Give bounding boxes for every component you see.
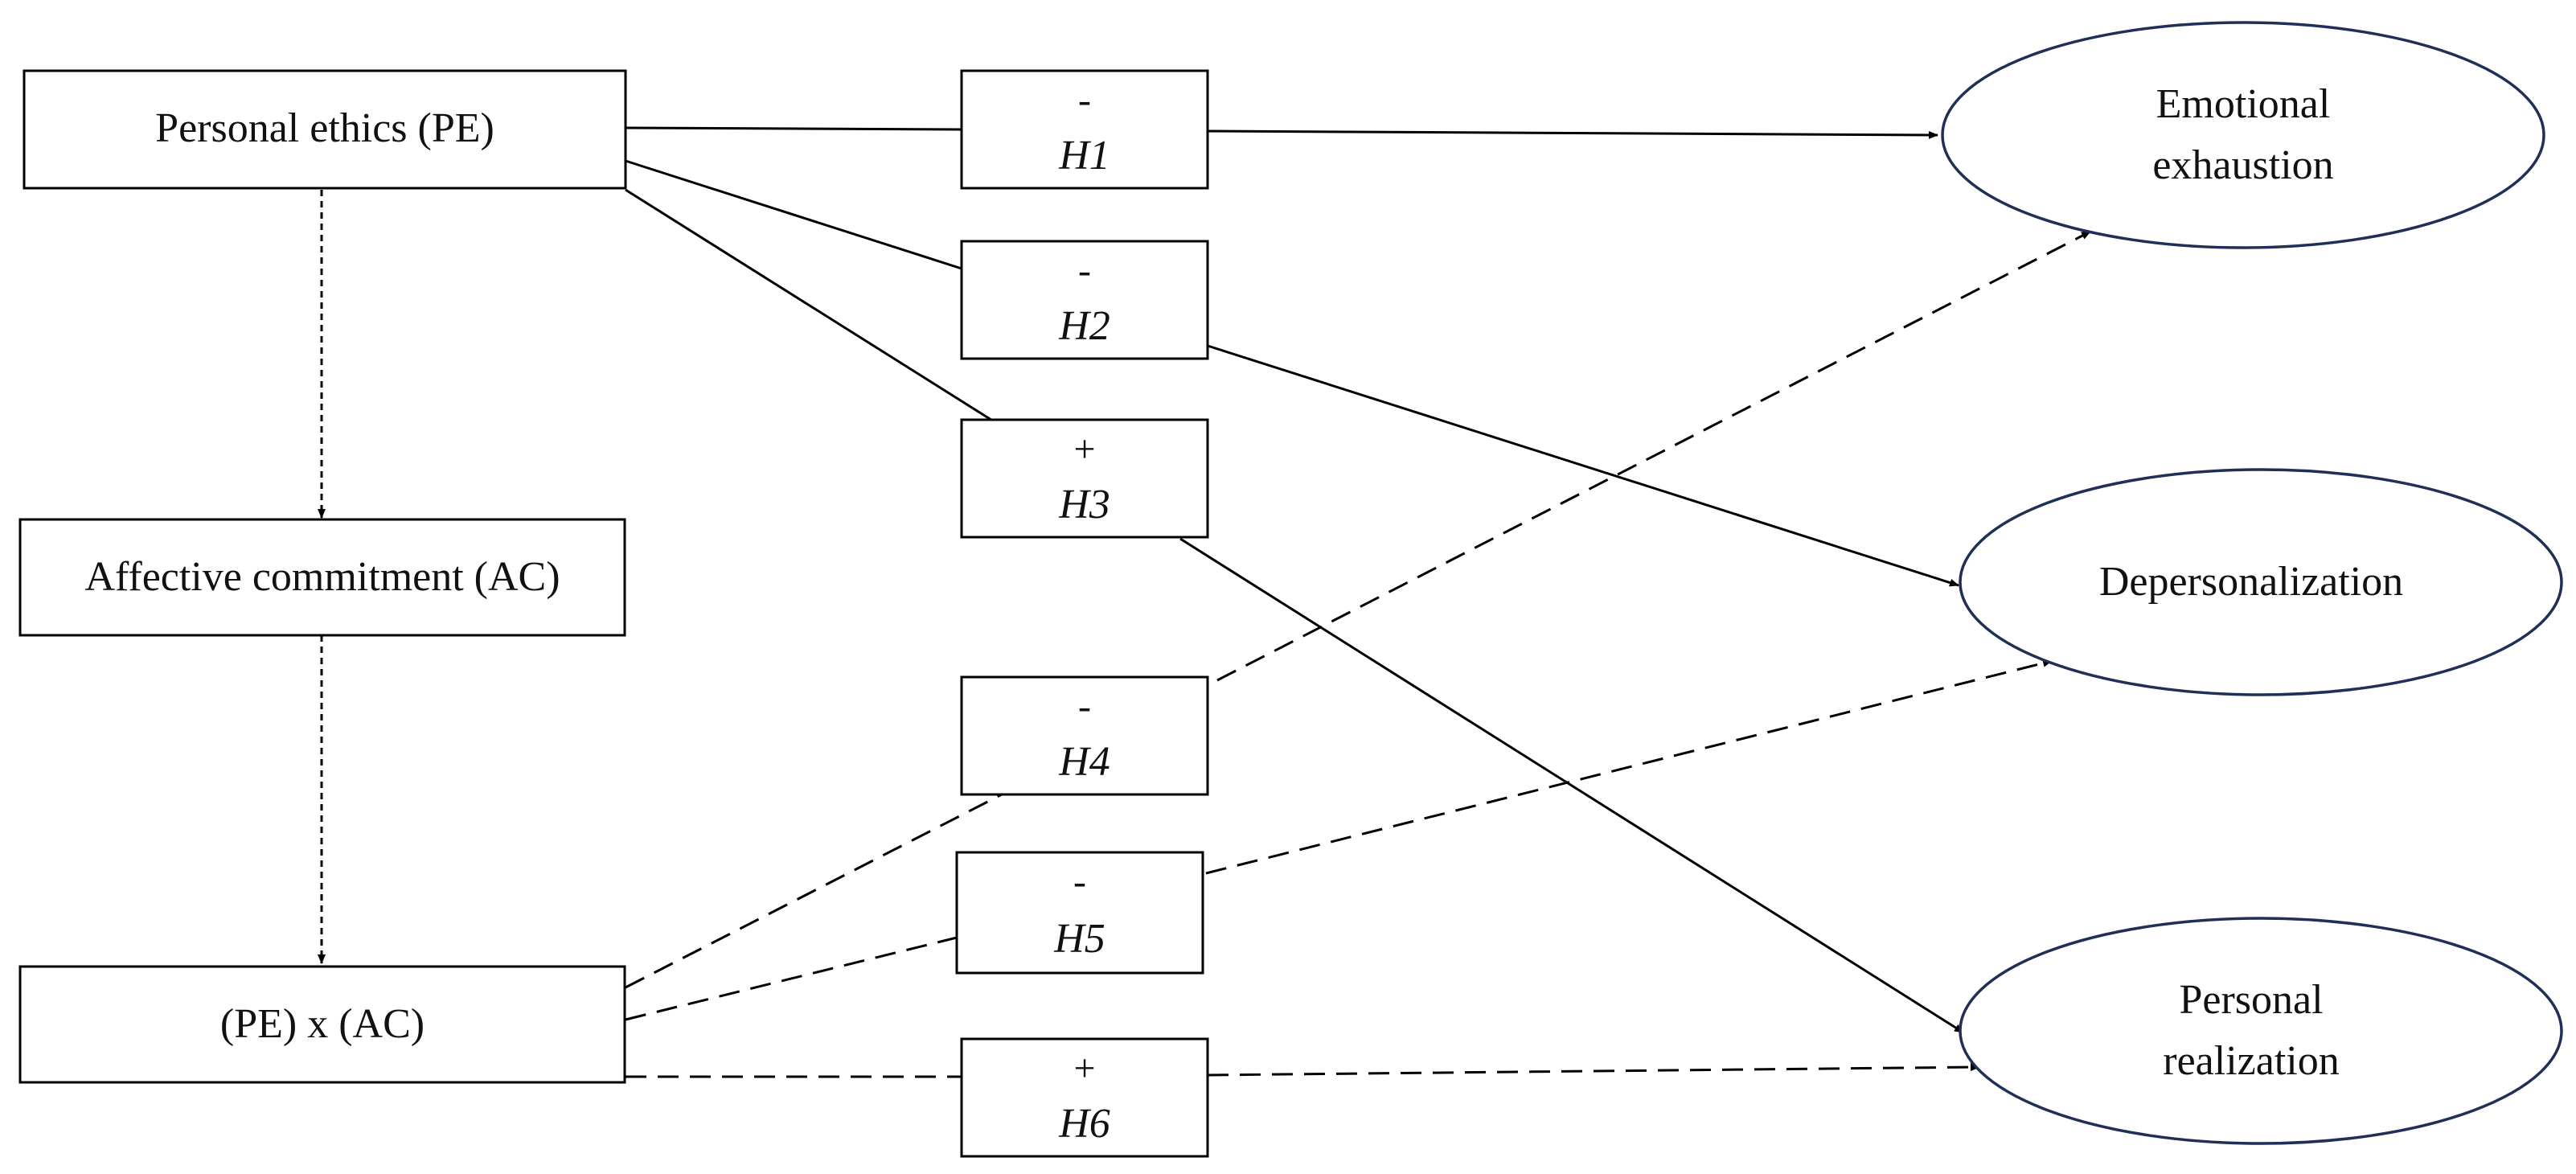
h6-sign: + — [1073, 1047, 1095, 1090]
hypothesis-box-h2: - H2 — [960, 240, 1209, 360]
interaction-box: (PE) x (AC) — [18, 965, 626, 1084]
path-h1-to-emotional-exhaustion — [1207, 129, 1938, 139]
ac-label: Affective commitment (AC) — [84, 554, 560, 600]
path-pe-to-h1 — [625, 126, 962, 131]
path-pe-to-h2 — [625, 159, 962, 270]
h4-sign: - — [1078, 685, 1091, 728]
path-interaction-to-h5 — [625, 936, 958, 1021]
h3-sign: + — [1073, 428, 1095, 470]
h2-sign: - — [1078, 249, 1091, 292]
h3-label: H3 — [1058, 482, 1110, 527]
h2-label: H2 — [1058, 303, 1110, 349]
ac-box: Affective commitment (AC) — [18, 518, 626, 637]
path-pe-to-h3 — [625, 188, 995, 423]
interaction-label: (PE) x (AC) — [220, 1001, 425, 1047]
depersonalization-ellipse: Depersonalization — [1959, 468, 2563, 696]
h6-label: H6 — [1058, 1101, 1110, 1147]
h1-sign: - — [1078, 79, 1091, 121]
hypothesis-box-h1: - H1 — [960, 69, 1209, 190]
personal-realization-ellipse: Personal realization — [1959, 917, 2563, 1145]
path-h4-to-emotional-exhaustion — [1216, 230, 2091, 682]
pe-box: Personal ethics (PE) — [23, 69, 627, 190]
hypothesis-box-h5: - H5 — [955, 851, 1204, 975]
h1-label: H1 — [1058, 133, 1110, 179]
path-h5-to-depersonalization — [1205, 659, 2053, 875]
depersonalization-label: Depersonalization — [2099, 559, 2403, 605]
pe-label: Personal ethics (PE) — [155, 105, 494, 151]
hypothesis-box-h4: - H4 — [960, 675, 1209, 796]
emotional-exhaustion-line1: Emotional — [2156, 81, 2331, 127]
path-h3-to-personal-realization — [1179, 537, 1964, 1034]
emotional-exhaustion-line2: exhaustion — [2152, 142, 2333, 188]
hypothesis-box-h6: + H6 — [960, 1037, 1209, 1158]
h5-label: H5 — [1053, 916, 1105, 962]
personal-realization-line2: realization — [2163, 1038, 2339, 1084]
connector-paths — [318, 126, 2091, 1078]
path-h6-to-personal-realization — [1207, 1063, 1980, 1077]
emotional-exhaustion-ellipse: Emotional exhaustion — [1941, 21, 2545, 249]
hypothesis-box-h3: + H3 — [960, 418, 1209, 539]
path-interaction-to-h4 — [625, 793, 1003, 989]
h4-label: H4 — [1058, 739, 1110, 785]
personal-realization-line1: Personal — [2179, 977, 2323, 1023]
path-h2-to-depersonalization — [1207, 344, 1959, 587]
h5-sign: - — [1073, 860, 1086, 903]
